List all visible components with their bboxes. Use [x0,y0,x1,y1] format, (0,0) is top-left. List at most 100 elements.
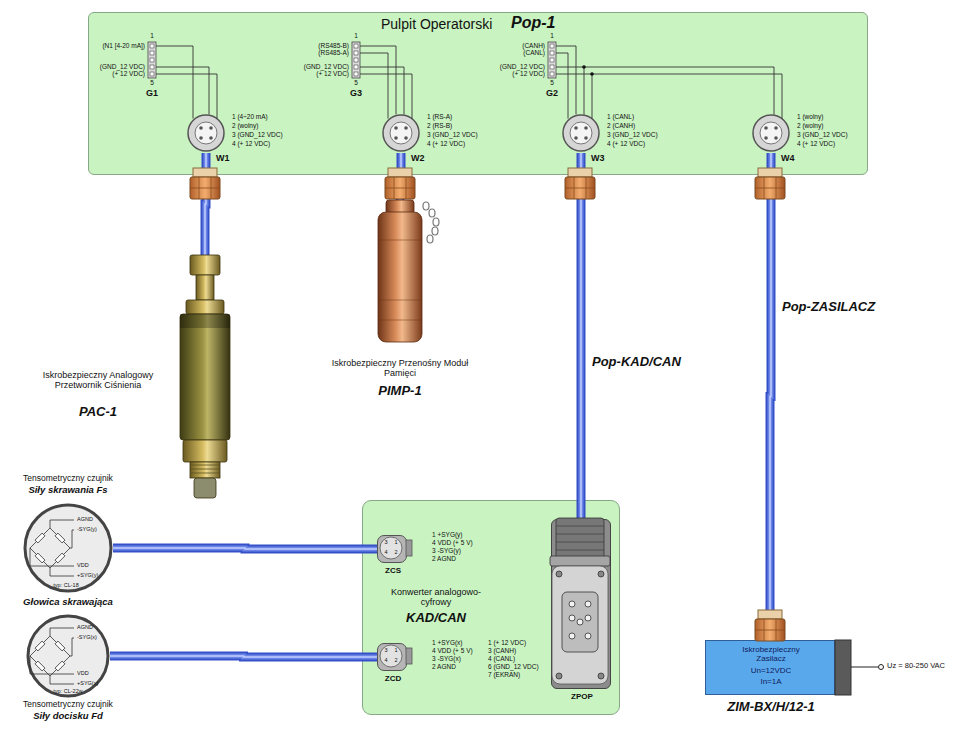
panel-name: Pop-1 [511,14,555,32]
connector-name: W3 [591,153,605,163]
pin-label: 1 (wolny) [797,114,823,121]
pin-label: 5 [550,80,554,87]
strain-bridge [55,641,65,651]
pin-label: 3 [384,648,387,654]
pin-label: 1 +SYG(x) [432,640,463,647]
pin-label: 3 [384,540,387,546]
cable [113,548,377,549]
pin-label: 3 (GND_12 VDC) [607,132,658,139]
pin-label: 2 [394,658,397,664]
terminal-pin [354,44,358,48]
pin-label: 1 [394,540,397,546]
pin-label: 4 VDD (+ 5 V) [432,540,473,547]
socket-outline [381,113,421,153]
cable-line [770,153,771,640]
device-caption: Tensometryczny czujnik [3,474,133,484]
socket-pin [199,136,203,140]
device-name: ZIM-BX/H/12-1 [696,700,846,715]
pin-label: (+ 12 VDC) [112,71,145,78]
pin-label: 4 (CANL) [488,656,515,663]
cable-gland [755,610,785,641]
connector-name: W4 [781,153,795,163]
connector-name: G1 [146,88,158,98]
device-spec: Un=12VDC [706,666,836,675]
memory-module-drawing [432,227,438,235]
terminal-block [548,42,556,78]
terminal-pin [150,65,154,69]
pin-label: 3 (CANH) [488,648,516,655]
internal-wire [156,46,782,119]
socket-ring [563,115,599,151]
socket-face [195,122,217,144]
terminal-pin [150,44,154,48]
cable [581,153,582,519]
pin-label: 1 +SYG(y) [432,532,463,539]
panel-plug-drawing [585,633,591,639]
pin-label: 1 [354,33,358,40]
pin-label: +SYG(y) [77,573,98,579]
socket-outline [751,113,791,153]
strain-bridge [30,628,74,684]
memory-module-drawing [378,212,422,342]
power-supply-drawing [835,640,851,695]
connector-name: ZCD [373,674,413,683]
socket-pin [404,126,408,130]
pin-label: AGND [77,517,93,523]
sensor-plug-drawing [380,537,402,559]
pin-label: (GND_12 VDC) [100,64,145,71]
socket-outline [561,113,601,153]
panel-plug-drawing [577,619,583,625]
panel-title: Pulpit Operatorski [381,16,492,32]
pin-label: (RS485-A) [318,50,349,57]
cable-core [113,548,377,549]
pin-label: 1 [394,648,397,654]
socket-pin [574,126,578,130]
socket-pin [209,126,213,130]
socket-pin [404,136,408,140]
panel-plug-drawing [552,566,608,684]
pin-label: 4 (+ 12 VDC) [607,141,645,148]
cable-gland [385,168,415,199]
socket-pin [394,136,398,140]
device-name: Siły skrawania Fs [3,485,133,496]
pressure-transducer-drawing [196,275,214,300]
panel-plug-drawing [556,571,604,679]
pin-label: 2 (wolny) [797,123,823,130]
connector-name: G2 [546,88,558,98]
panel-plug-drawing [556,518,604,558]
pin-label: 3 -SYG(y) [432,548,461,555]
pin-label: 2 (RS-B) [427,123,452,130]
socket-pin [774,126,778,130]
connector-name: ZCS [373,566,413,575]
pin-label: 7 (EKRAN) [488,672,520,679]
cable-line [110,656,377,657]
operator-panel: Pulpit OperatorskiPop-1W1W2W3W4 [88,12,868,175]
pin-label: 5 [354,80,358,87]
power-supply-drawing [851,667,878,668]
cable [110,656,377,657]
cable-name: Pop-KAD/CAN [592,355,681,370]
supply-label: Uz = 80-250 VAC [887,662,945,671]
pin-label: 4 [384,550,387,556]
strain-bridge [35,553,45,563]
strain-bridge [30,528,70,568]
strain-bridge [35,533,45,543]
terminal-pin [550,44,554,48]
strain-bridge [35,533,65,563]
pin-label: typ: CL-22w [46,689,90,695]
pin-label: AGND [77,625,93,631]
pin-label: 4 (+ 12 VDC) [232,141,270,148]
internal-wire [360,46,412,119]
pin-label: -SYG(x) [77,635,97,641]
wire-junction [582,65,594,76]
pin-label: 4 (+ 12 VDC) [797,141,835,148]
pin-label: 1 [550,33,554,40]
socket-pin [584,136,588,140]
internal-wire [556,46,782,119]
cable [770,153,771,640]
pin-label: 5 [150,80,154,87]
strain-bridge [30,520,74,576]
memory-module-drawing [433,218,439,226]
